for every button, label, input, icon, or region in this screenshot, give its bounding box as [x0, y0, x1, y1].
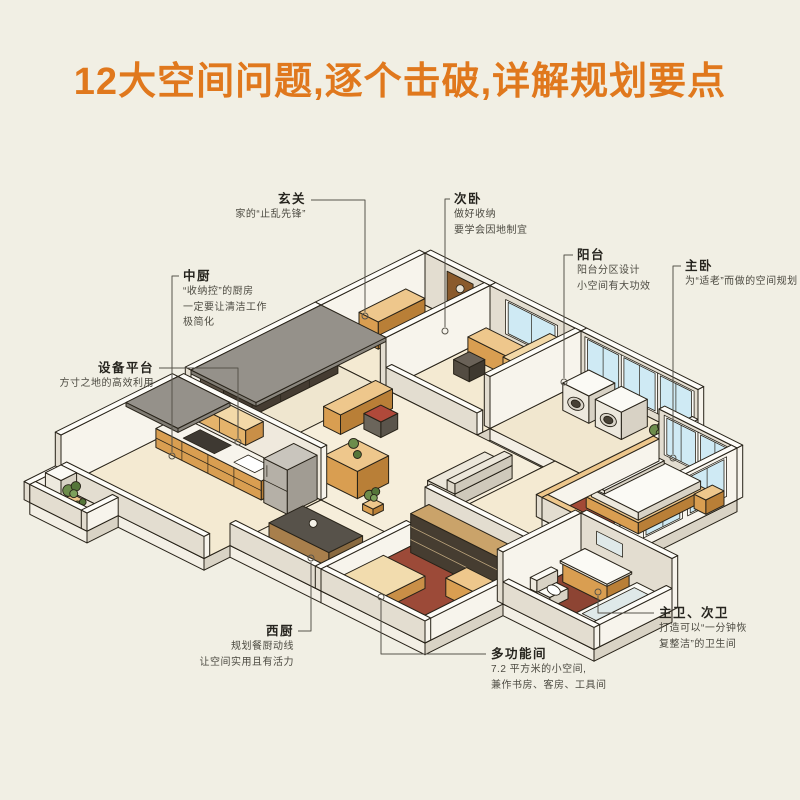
room-note: 极简化	[183, 317, 215, 328]
room-note: 兼作书房、客房、工具间	[491, 679, 607, 691]
room-name: 多功能间	[491, 647, 548, 661]
floorplan-rooms	[23, 249, 744, 662]
room-note: 方寸之地的高效利用	[59, 378, 154, 389]
room-name: 中厨	[183, 269, 212, 283]
room-note: 复整洁”的卫生间	[659, 638, 737, 650]
callout-second-bedroom: 次卧 做好收纳 要学会因地制宜	[454, 192, 528, 238]
callout-equipment-platform: 设备平台 方寸之地的高效利用	[60, 361, 155, 392]
room-note: 一定要让清洁工作	[183, 301, 267, 313]
callout-chinese-kitchen: 中厨 “收纳控”的厨房 一定要让清洁工作 极简化	[183, 269, 267, 331]
room-note: 规划餐厨动线	[231, 641, 294, 652]
callout-leader-lines	[159, 198, 681, 655]
room-note: 家的“止乱先锋”	[235, 209, 306, 220]
room-name: 设备平台	[97, 361, 154, 375]
callout-entry: 玄关 家的“止乱先锋”	[235, 192, 306, 223]
room-note: 打造可以“一分钟恢	[659, 623, 747, 634]
page-title: 12大空间问题,逐个击破,详解规划要点	[73, 61, 727, 103]
callout-multifunction-room: 多功能间 7.2 平方米的小空间, 兼作书房、客房、工具间	[491, 647, 607, 693]
room-name: 玄关	[277, 192, 306, 206]
room-name: 主卧	[685, 259, 714, 273]
room-note: 让空间实用且有活力	[199, 656, 294, 668]
room-note: 为“适老”而做的空间规划	[685, 276, 798, 287]
callout-bathrooms: 主卫、次卫 打造可以“一分钟恢 复整洁”的卫生间	[659, 606, 747, 652]
room-name: 次卧	[454, 192, 483, 206]
room-name: 主卫、次卫	[659, 606, 730, 620]
callout-master-bedroom: 主卧 为“适老”而做的空间规划	[685, 259, 798, 290]
callout-balcony: 阳台 阳台分区设计 小空间有大功效	[577, 248, 651, 294]
room-note: 小空间有大功效	[577, 280, 651, 292]
callout-western-kitchen: 西厨 规划餐厨动线 让空间实用且有活力	[200, 624, 295, 670]
room-note: 要学会因地制宜	[454, 224, 528, 236]
room-note: 7.2 平方米的小空间,	[491, 664, 587, 675]
room-name: 西厨	[265, 624, 294, 638]
room-note: “收纳控”的厨房	[183, 286, 254, 297]
room-note: 阳台分区设计	[577, 265, 640, 276]
room-name: 阳台	[577, 248, 606, 262]
room-note: 做好收纳	[454, 209, 496, 220]
